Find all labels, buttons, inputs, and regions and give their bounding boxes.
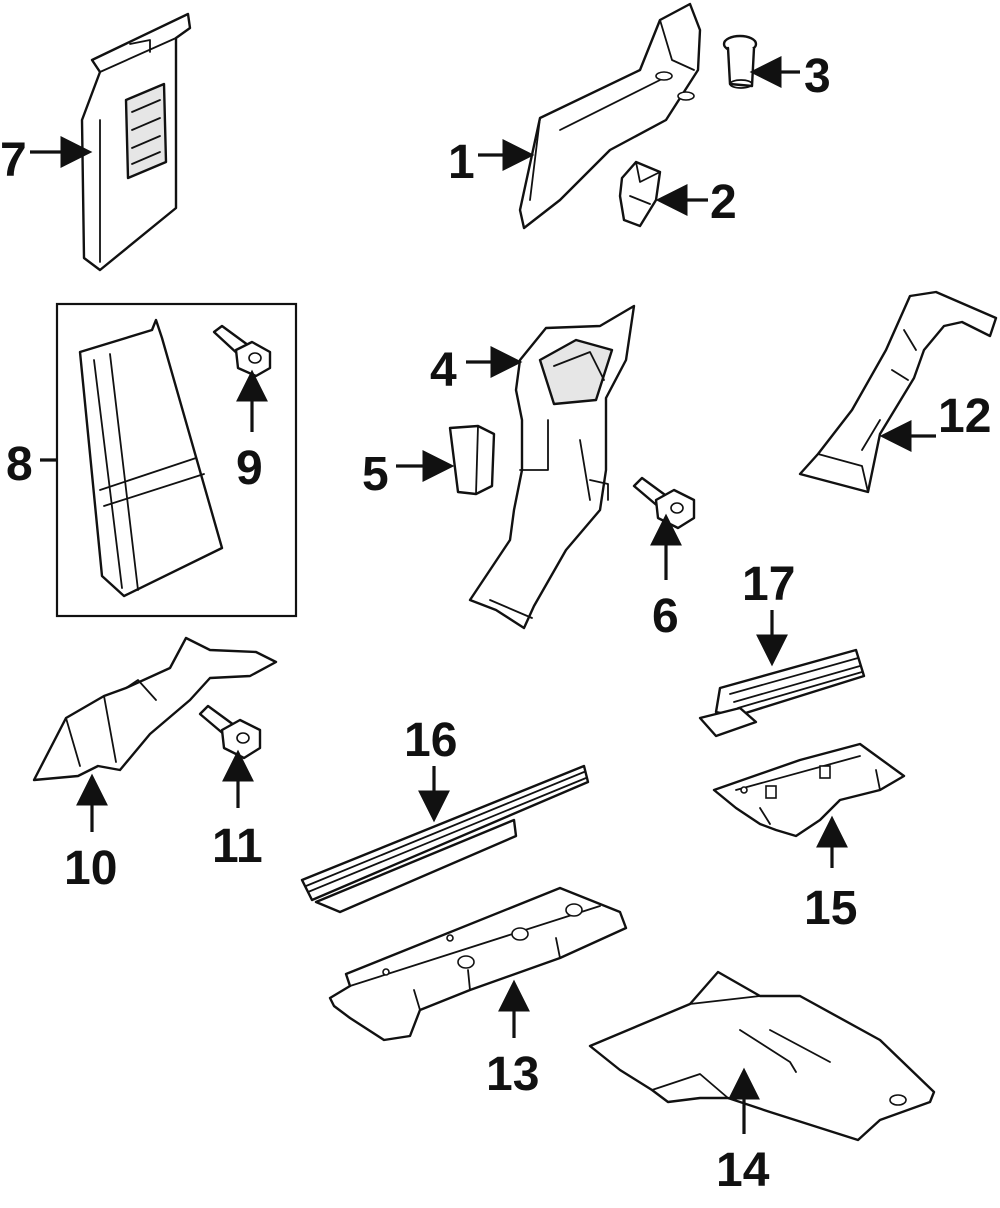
callout-10: 10 — [64, 842, 117, 895]
callout-1: 1 — [448, 136, 475, 189]
callout-labels: 1 2 3 4 5 6 7 8 9 10 11 12 13 14 15 16 1… — [0, 50, 991, 1197]
callout-16: 16 — [404, 714, 457, 767]
part-5-drawing — [448, 424, 496, 496]
part-2-drawing — [618, 160, 662, 228]
callout-2: 2 — [710, 176, 737, 229]
leader-lines — [30, 56, 936, 1134]
callout-14: 14 — [716, 1144, 770, 1197]
callout-4: 4 — [430, 344, 457, 397]
callout-15: 15 — [804, 882, 857, 935]
part-16-drawing — [300, 764, 590, 914]
part-1-drawing — [518, 2, 702, 230]
part-4-drawing — [468, 304, 636, 630]
callout-12: 12 — [938, 390, 991, 443]
part-8-group — [55, 302, 298, 618]
callout-5: 5 — [362, 448, 389, 501]
callout-3: 3 — [804, 50, 831, 103]
callout-11: 11 — [212, 820, 263, 873]
callout-7: 7 — [0, 134, 27, 187]
part-6-drawing — [632, 476, 696, 530]
part-13-drawing — [328, 886, 628, 1042]
part-7-drawing — [80, 12, 192, 272]
part-14-drawing — [588, 970, 936, 1142]
part-10-drawing — [32, 636, 278, 782]
callout-6: 6 — [652, 590, 679, 643]
part-17-drawing — [698, 648, 866, 738]
callout-8: 8 — [6, 438, 33, 491]
callout-9: 9 — [236, 442, 263, 495]
part-12-drawing — [798, 290, 998, 494]
part-15-drawing — [712, 742, 906, 838]
part-11-drawing — [198, 704, 262, 760]
callout-13: 13 — [486, 1048, 539, 1101]
part-3-drawing — [722, 34, 758, 89]
callout-17: 17 — [742, 558, 795, 611]
